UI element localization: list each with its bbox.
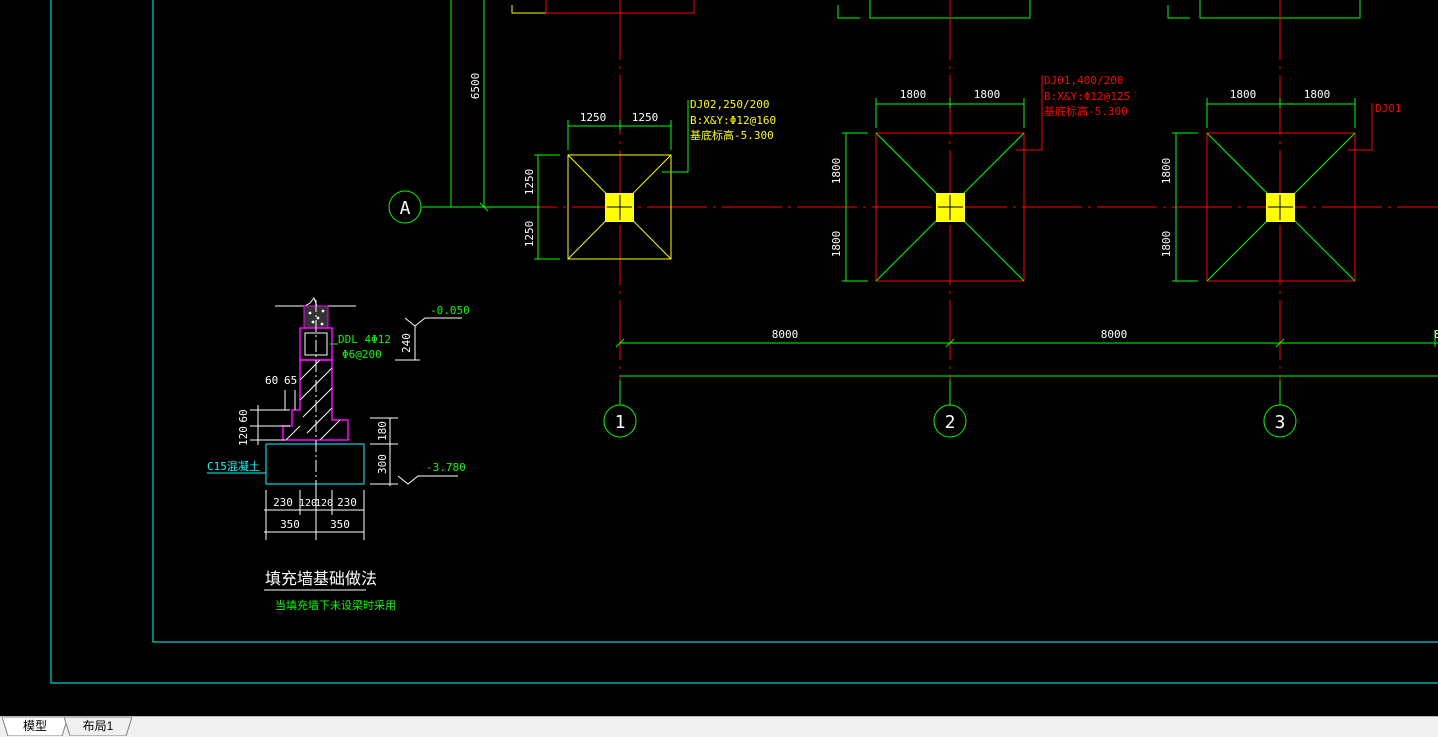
detail-ddl-2: Φ6@200	[342, 348, 382, 361]
dim-6500: 6500	[469, 73, 482, 100]
dj01a-label-1: DJ01,400/200	[1044, 74, 1123, 87]
dj02-label-1: DJ02,250/200	[690, 98, 769, 111]
detail-dim-60b: 60	[237, 409, 250, 422]
dj02-label-2: B:X&Y:Φ12@160	[690, 114, 776, 127]
dj02-dim-left-bottom: 1250	[523, 221, 536, 248]
dj01b-dim-top-left: 1800	[1230, 88, 1257, 101]
dj01a-dim-top-right: 1800	[974, 88, 1001, 101]
detail-dim-120b: 120	[315, 498, 333, 509]
cad-drawing[interactable]: 6500 A 1 2 3 8000 8000 8	[0, 0, 1438, 716]
dj02-dim-top-left: 1250	[580, 111, 607, 124]
axis-bubble-a[interactable]: A	[388, 190, 422, 224]
tab-model[interactable]: 模型	[2, 717, 68, 736]
outer-border	[50, 0, 1438, 684]
tab-model-shape	[2, 717, 68, 736]
detail-dim-230b: 230	[337, 496, 357, 509]
detail-dim-230a: 230	[273, 496, 293, 509]
dim-8000-a: 8000	[772, 328, 799, 341]
detail-dim-120a: 120	[299, 498, 317, 509]
dj01a-dim-left-bottom: 1800	[830, 231, 843, 258]
detail-subtitle: 当填充墙下未设梁时采用	[275, 598, 396, 612]
top-partial-footings	[511, 0, 1361, 19]
axis-bubble-2-label: 2	[945, 412, 956, 433]
dj01b-dim-top-right: 1800	[1304, 88, 1331, 101]
model-space-canvas[interactable]: 6500 A 1 2 3 8000 8000 8	[0, 0, 1438, 716]
axis-bubble-1-label: 1	[615, 412, 626, 433]
dj01a-label-2: B:X&Y:Φ12@125	[1044, 90, 1130, 103]
detail-ddl-1: DDL 4Φ12	[338, 333, 391, 346]
axis-a-dims	[422, 0, 540, 212]
axis-bubble-1[interactable]: 1	[603, 380, 637, 438]
axis-bubble-2[interactable]: 2	[933, 380, 967, 438]
detail-dim-300: 300	[376, 454, 389, 474]
detail-dim-350b: 350	[330, 518, 350, 531]
tab-model-label: 模型	[22, 719, 47, 733]
detail-dim-180: 180	[376, 421, 389, 441]
detail-elev-top: -0.050	[430, 304, 470, 317]
detail-dim-350a: 350	[280, 518, 300, 531]
dj01b-dim-left-top: 1800	[1160, 158, 1173, 185]
detail-dim-65: 65	[284, 374, 297, 387]
tab-layout1-label: 布局1	[82, 719, 114, 733]
tab-layout1-shape	[64, 717, 132, 736]
dj02-label-3: 基底标高-5.300	[690, 128, 774, 142]
tab-layout1[interactable]: 布局1	[64, 717, 132, 736]
axis-bubble-3[interactable]: 3	[1263, 380, 1297, 438]
detail-dim-240: 240	[400, 333, 413, 353]
axis-bubble-a-label: A	[400, 198, 411, 219]
dj02-dim-left-top: 1250	[523, 169, 536, 196]
inner-border	[152, 0, 1438, 643]
dj02-dim-top-right: 1250	[632, 111, 659, 124]
axis-dimensions	[615, 330, 1438, 377]
detail-c15: C15混凝土	[207, 459, 260, 473]
detail-dim-60a: 60	[265, 374, 278, 387]
footing-dj01-axis3[interactable]	[1172, 98, 1373, 282]
dj01a-dim-top-left: 1800	[900, 88, 927, 101]
layout-tab-bar: 模型 布局1	[0, 716, 1438, 737]
dim-8000-b: 8000	[1101, 328, 1128, 341]
dj01b-dim-left-bottom: 1800	[1160, 231, 1173, 258]
dj01a-label-3: 基底标高-5.300	[1044, 104, 1128, 118]
footing-dj02[interactable]	[534, 100, 689, 260]
wall-footing-detail[interactable]	[207, 296, 462, 591]
axis-bubble-3-label: 3	[1275, 412, 1286, 433]
detail-elev-bottom: -3.780	[426, 461, 466, 474]
dj01b-label-1: DJ01	[1375, 102, 1402, 115]
dim-8000-c: 8	[1434, 328, 1438, 341]
footing-dj01-axis2[interactable]	[842, 75, 1043, 282]
dj01a-dim-left-top: 1800	[830, 158, 843, 185]
detail-dim-120v: 120	[237, 426, 250, 446]
axis-lines	[422, 0, 1438, 380]
detail-title: 填充墙基础做法	[265, 569, 377, 588]
